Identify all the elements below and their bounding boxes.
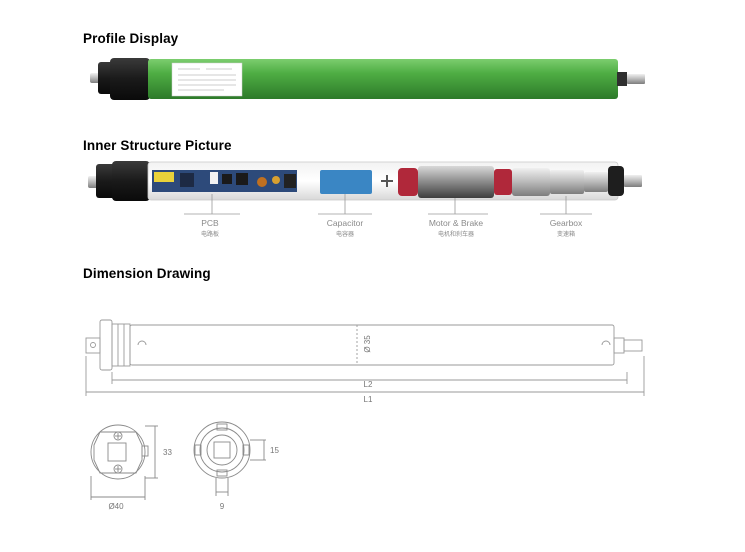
- tail-square: [213, 441, 231, 459]
- head-screw-bottom: [113, 464, 123, 474]
- terminal-2: [386, 175, 388, 187]
- tail-key-bottom: [216, 469, 228, 477]
- tubular-motor-inner: PCB 电路板 Capacitor 电容器 Motor & Brake 电机和刹…: [88, 161, 642, 238]
- gearbox-stage: [550, 170, 584, 194]
- capacitor-label-zh: 电容器: [336, 230, 354, 238]
- motor-coil: [398, 168, 418, 196]
- head-end-view: [90, 424, 158, 500]
- pcb-relay: [222, 174, 232, 184]
- gearbox-stage-2: [584, 172, 608, 192]
- motor-body: [418, 166, 494, 198]
- head-screw-top: [113, 431, 123, 441]
- drawing-head: [99, 319, 113, 371]
- dimension-drawing-heading: Dimension Drawing: [83, 266, 211, 281]
- drawing-ring: [111, 323, 131, 367]
- pcb-chip: [180, 173, 194, 187]
- label-text-lines: [178, 68, 236, 91]
- inner-output-shaft: [624, 175, 642, 187]
- output-shaft: [627, 74, 645, 84]
- tubular-motor-profile: [90, 58, 645, 100]
- side-dimension-drawing: [85, 319, 645, 396]
- tail-key-left: [194, 444, 202, 456]
- head-outer-circle: [90, 424, 146, 480]
- slot-width-label: 9: [220, 502, 225, 511]
- slot-height-label: 15: [270, 446, 279, 455]
- green-tube: [148, 59, 618, 99]
- callout-lines: [184, 194, 592, 215]
- gearbox-label: Gearbox: [550, 218, 583, 228]
- gearbox-label-zh: 变速箱: [557, 230, 575, 238]
- pcb-relay-2: [236, 173, 248, 185]
- head-tab: [141, 445, 149, 457]
- profile-display-heading: Profile Display: [83, 31, 179, 46]
- pcb-yellow-part: [154, 172, 174, 182]
- product-label: [171, 62, 243, 97]
- pcb-component-3: [284, 174, 296, 188]
- drawing-notch-2: [601, 340, 611, 346]
- tail-key-right: [242, 444, 250, 456]
- tail-end-view: [193, 421, 266, 496]
- head-height-label: 33: [163, 448, 172, 457]
- tail-outer-circle: [193, 421, 251, 479]
- drawing-bushing: [613, 337, 625, 354]
- tail-bushing: [617, 72, 627, 86]
- head-ring: [110, 58, 150, 100]
- l1-label: L1: [364, 395, 373, 404]
- head-octagon: [93, 431, 143, 474]
- pcb-connector: [210, 172, 218, 184]
- tube-diameter-label: Ø 35: [363, 335, 372, 353]
- l2-label: L2: [364, 380, 373, 389]
- inner-tail-bushing: [608, 166, 624, 196]
- pcb-component-2: [272, 176, 280, 184]
- inner-structure-heading: Inner Structure Picture: [83, 138, 232, 153]
- drawing-plug-hole: [90, 342, 96, 348]
- capacitor-label: Capacitor: [327, 218, 364, 228]
- drawing-notch: [137, 340, 147, 346]
- capacitor: [320, 170, 372, 194]
- brake-coil: [494, 169, 512, 195]
- inner-head-ring: [112, 161, 150, 201]
- tail-hub-circle: [206, 434, 238, 466]
- motor-brake-label-zh: 电机和刹车器: [438, 230, 474, 238]
- pcb-label: PCB: [201, 218, 219, 228]
- gearbox-body: [512, 168, 550, 196]
- head-square-socket: [107, 442, 127, 462]
- drawing-tube: [129, 324, 615, 366]
- pcb-component: [257, 177, 267, 187]
- drawing-shaft: [623, 339, 643, 352]
- motor-brake-label: Motor & Brake: [429, 218, 484, 228]
- head-diameter-label: Ø40: [108, 502, 124, 511]
- tail-inner-circle: [199, 427, 245, 473]
- drawing-plug: [85, 337, 101, 354]
- pcb-label-zh: 电路板: [201, 230, 219, 238]
- tail-key-top: [216, 423, 228, 431]
